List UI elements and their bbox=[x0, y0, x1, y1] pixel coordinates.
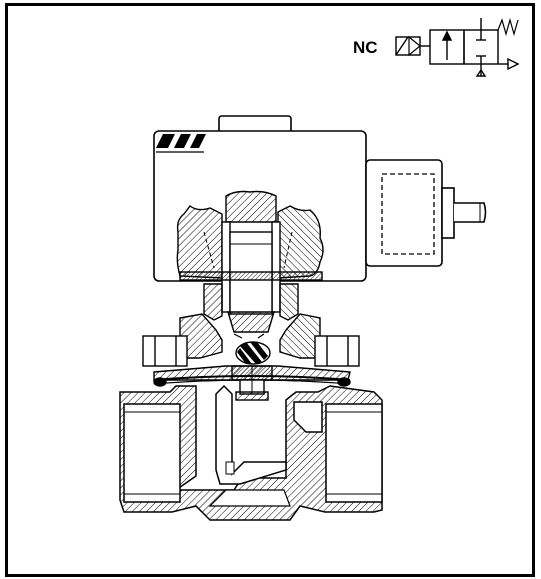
solenoid-actuator-icon bbox=[395, 36, 421, 56]
valve-bonnet bbox=[179, 283, 321, 365]
diaphragm-assembly bbox=[153, 365, 351, 401]
bonnet-hex-nuts bbox=[142, 335, 360, 367]
normally-closed-label: NC bbox=[353, 38, 378, 57]
valve-body bbox=[119, 384, 383, 521]
valve-schematic-symbol-icon bbox=[395, 17, 520, 77]
plunger-seal bbox=[235, 341, 271, 365]
diagram-border bbox=[5, 3, 535, 577]
coil-label-stripes bbox=[156, 134, 206, 153]
coil-cutaway bbox=[176, 190, 324, 315]
